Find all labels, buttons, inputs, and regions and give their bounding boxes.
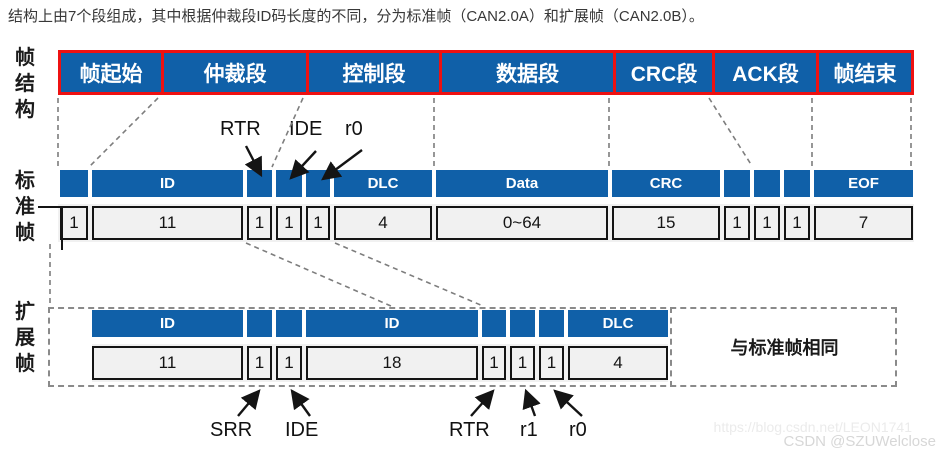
ide-std-label: IDE <box>289 118 323 140</box>
rtr-ext-label: RTR <box>449 419 490 441</box>
ext-field-r0 <box>539 310 564 337</box>
srr-ext-arrow <box>237 389 261 417</box>
ext-r1-bits: 1 <box>510 346 535 380</box>
ext-r0-bits: 1 <box>539 346 564 380</box>
page-title: 结构上由7个段组成，其中根据仲裁段ID码长度的不同，分为标准帧（CAN2.0A）… <box>8 8 704 25</box>
std-ide-bits: 1 <box>276 206 302 240</box>
extended-frame-dashed-divider <box>670 307 672 387</box>
std-ack-slot-bits: 1 <box>754 206 780 240</box>
std-field-ack-slot <box>754 170 780 197</box>
std-id-bits: 11 <box>92 206 243 240</box>
dash-connector-std-ext-a <box>245 242 392 307</box>
std-field-ide <box>276 170 302 197</box>
std-field-eof: EOF <box>814 170 913 197</box>
std-field-data: Data <box>436 170 608 197</box>
standard-frame-label: 标准帧 <box>15 170 35 244</box>
ext-field-id-ext: ID <box>306 310 478 337</box>
ext-id-base-bits: 11 <box>92 346 243 380</box>
ext-srr-bits: 1 <box>247 346 272 380</box>
header-segment-data: 数据段 <box>439 53 613 92</box>
extended-frame-label: 扩展帧 <box>15 301 35 375</box>
frame-structure-label: 帧结构 <box>15 47 35 121</box>
std-field-crc-del <box>724 170 750 197</box>
dash-connector-arbitration-left <box>89 97 159 167</box>
std-field-sof <box>60 170 88 197</box>
same-as-standard-note: 与标准帧相同 <box>730 338 839 358</box>
header-segment-crc: CRC段 <box>613 53 712 92</box>
std-dlc-bits: 4 <box>334 206 432 240</box>
ext-field-id-base: ID <box>92 310 243 337</box>
std-field-ack-del <box>784 170 810 197</box>
std-rtr-bits: 1 <box>247 206 272 240</box>
rtr-ext-arrow <box>470 389 495 417</box>
dash-connector-std-ext-b <box>334 242 484 307</box>
std-crc-bits: 15 <box>612 206 720 240</box>
ext-ide-bits: 1 <box>276 346 302 380</box>
header-segment-ack: ACK段 <box>712 53 816 92</box>
std-eof-bits: 7 <box>814 206 913 240</box>
r0-ext-label: r0 <box>569 419 587 441</box>
header-segment-eof: 帧结束 <box>816 53 911 92</box>
r1-ext-label: r1 <box>520 419 538 441</box>
std-field-crc: CRC <box>612 170 720 197</box>
r1-ext-arrow <box>522 388 541 417</box>
std-field-dlc: DLC <box>334 170 432 197</box>
std-field-rtr <box>247 170 272 197</box>
ext-field-rtr <box>482 310 506 337</box>
extended-frame-dashed-box <box>48 307 897 387</box>
std-field-id: ID <box>92 170 243 197</box>
dash-connector-ack <box>708 97 753 167</box>
watermark-url: https://blog.csdn.net/LEON1741 <box>713 419 912 435</box>
watermark-user: CSDN @SZUWelclose <box>783 433 936 450</box>
std-data-bits: 0~64 <box>436 206 608 240</box>
ext-dlc-bits: 4 <box>568 346 668 380</box>
header-segment-arbitration: 仲裁段 <box>161 53 306 92</box>
r0-ext-arrow <box>553 389 583 417</box>
std-r0-bits: 1 <box>306 206 330 240</box>
ext-field-dlc: DLC <box>568 310 668 337</box>
header-segment-sof: 帧起始 <box>61 53 161 92</box>
srr-ext-label: SRR <box>210 419 253 441</box>
std-crc-del-bits: 1 <box>724 206 750 240</box>
ide-ext-arrow <box>290 389 311 417</box>
r0-std-label: r0 <box>345 118 363 140</box>
std-sof-bits: 1 <box>60 206 88 240</box>
ext-field-r1 <box>510 310 535 337</box>
std-field-r0 <box>306 170 330 197</box>
ext-field-srr <box>247 310 272 337</box>
ext-rtr-bits: 1 <box>482 346 506 380</box>
ide-ext-label: IDE <box>285 419 319 441</box>
ext-field-ide <box>276 310 302 337</box>
header-segment-control: 控制段 <box>306 53 439 92</box>
ext-id-ext-bits: 18 <box>306 346 478 380</box>
std-ack-del-bits: 1 <box>784 206 810 240</box>
rtr-std-label: RTR <box>220 118 261 140</box>
